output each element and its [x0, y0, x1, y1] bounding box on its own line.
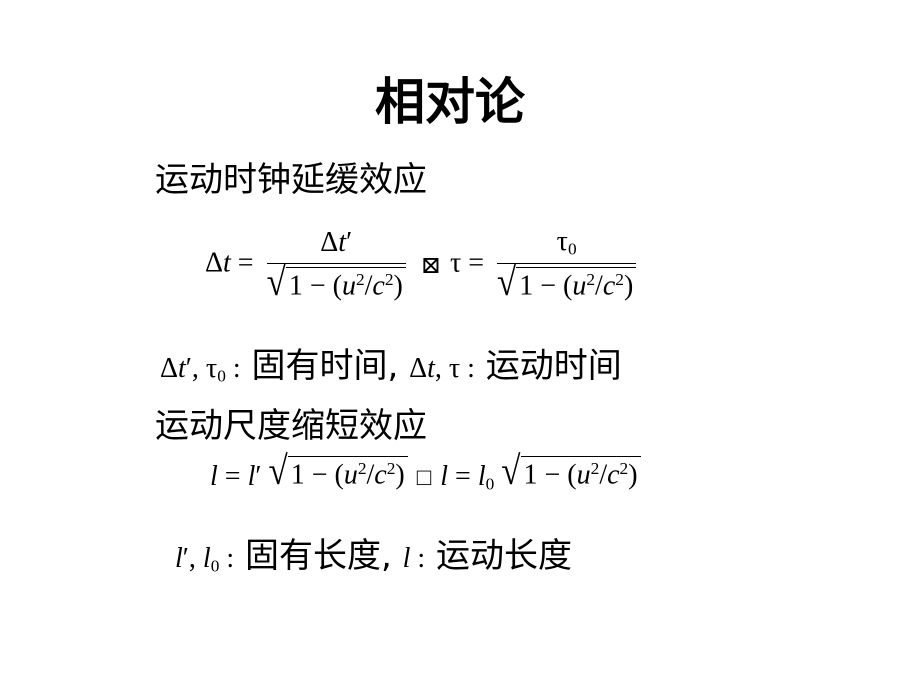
- proper-length-label: 固有长度,: [244, 536, 392, 576]
- length-contraction-description: l′, l0 : 固有长度, l : 运动长度: [175, 536, 572, 576]
- slide-title: 相对论: [375, 73, 525, 131]
- time-dilation-description: Δt′, τ0 : 固有时间, Δt, τ : 运动时间: [160, 346, 622, 386]
- section-heading-length-contraction: 运动尺度缩短效应: [155, 406, 427, 446]
- length-contraction-formula: l = l′ √1 − (u2/c2) □ l = l0 √1 − (u2/c2…: [210, 451, 641, 494]
- connector-glyph: □: [416, 465, 432, 492]
- time-dilation-formula: Δt = Δt′ √1 − (u2/c2) ⊠ τ = τ0 √1 − (u2/…: [205, 226, 642, 304]
- moving-length-label: 运动长度: [435, 536, 572, 576]
- section-heading-time-dilation: 运动时钟延缓效应: [155, 160, 427, 200]
- connector-glyph: ⊠: [420, 252, 441, 279]
- moving-time-label: 运动时间: [485, 346, 622, 386]
- proper-time-label: 固有时间,: [251, 346, 399, 386]
